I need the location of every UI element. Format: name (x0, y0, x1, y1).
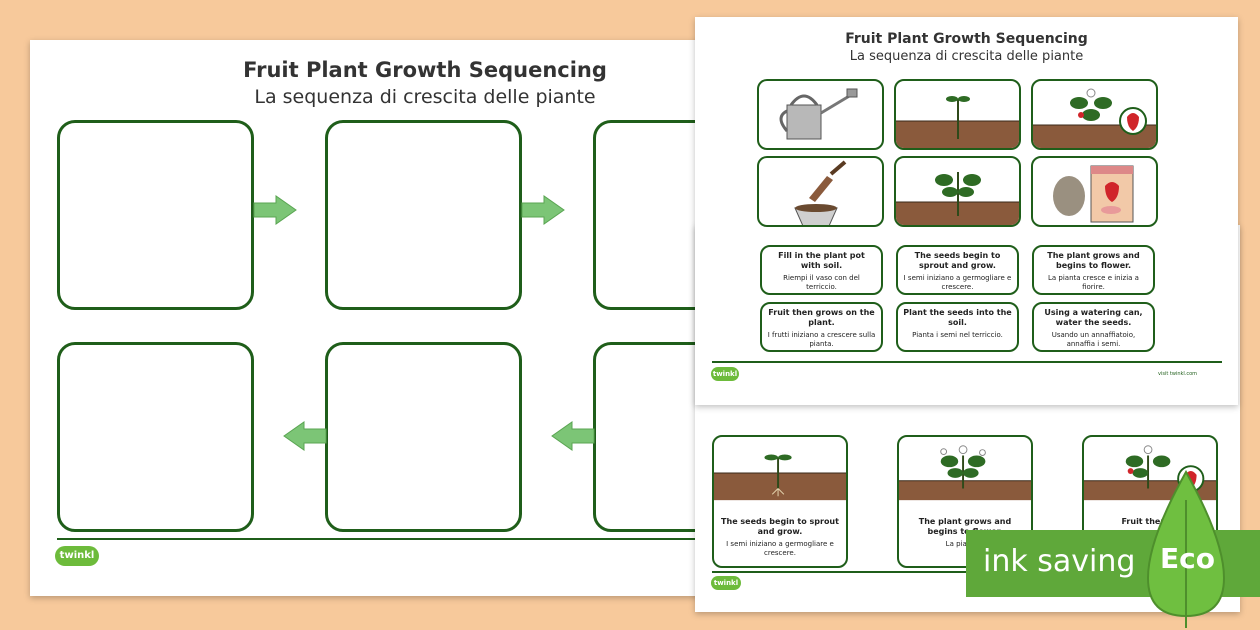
card-text-en: Using a watering can, water the seeds. (1044, 308, 1143, 327)
picture-card (894, 156, 1021, 227)
trowel-and-pot-icon (794, 160, 847, 225)
card-text-it: I semi iniziano a germogliare e crescere… (726, 540, 834, 557)
sequencing-worksheet: Fruit Plant Growth Sequencing La sequenz… (30, 40, 730, 596)
worksheet-title: Fruit Plant Growth Sequencing (845, 31, 1088, 47)
footer-divider (712, 361, 1222, 363)
picture-card (894, 79, 1021, 150)
twinkl-logo: twinkl (711, 576, 741, 590)
sequence-box-2 (325, 120, 522, 310)
worksheet-subtitle: La sequenza di crescita delle piante (849, 49, 1084, 64)
picture-card (1031, 79, 1158, 150)
flowering-plant-icon (899, 445, 1031, 501)
text-card: Fruit then grows on the plant. I frutti … (760, 302, 883, 352)
card-text-en: Fruit then grows on the plant. (768, 308, 875, 327)
preview-worksheet: Fruit Plant Growth Sequencing La sequenz… (695, 17, 1238, 405)
card-text-it: La pianta c (945, 540, 985, 548)
right-arrow-icon (253, 195, 297, 225)
seed-packet-icon (1053, 165, 1134, 223)
picture-card (757, 79, 884, 150)
worksheet-title: Fruit Plant Growth Sequencing (243, 58, 607, 82)
text-card: The plant grows and begins to flower. La… (1032, 245, 1155, 295)
sequence-card: The seeds begin to sprout and grow. I se… (712, 435, 848, 568)
card-text-it: Pianta i semi nel terriccio. (912, 331, 1003, 339)
card-text-it: La pianta cresce e inizia a fiorire. (1048, 274, 1139, 291)
text-card: The seeds begin to sprout and grow. I se… (896, 245, 1019, 295)
card-text-en: Fill in the plant pot with soil. (778, 251, 865, 270)
card-text-en: The plant grows and begins to flower. (1047, 251, 1140, 270)
sequence-box-6 (57, 342, 254, 532)
card-text-it: I semi iniziano a germogliare e crescere… (903, 274, 1012, 291)
text-card: Using a watering can, water the seeds. U… (1032, 302, 1155, 352)
sequence-box-5 (325, 342, 522, 532)
card-text-en: Plant the seeds into the soil. (903, 308, 1012, 327)
eco-label: Eco (1160, 542, 1215, 575)
ink-saving-label: ink saving (983, 544, 1136, 579)
text-card: Fill in the plant pot with soil. Riempi … (760, 245, 883, 295)
twinkl-logo: twinkl (711, 367, 739, 381)
flowering-strawberry-plant-icon (1033, 88, 1156, 148)
picture-card (757, 156, 884, 227)
left-arrow-icon (551, 421, 595, 451)
footer-divider (57, 538, 730, 540)
left-arrow-icon (283, 421, 327, 451)
sprout-in-soil-icon (714, 454, 846, 501)
card-text-en: Fruit then gr (1121, 517, 1179, 526)
eco-leaf-drop-icon (1146, 470, 1226, 628)
card-text-en: The seeds begin to sprout and grow. (914, 251, 1001, 270)
sprout-in-soil-icon (896, 96, 1019, 148)
text-card: Plant the seeds into the soil. Pianta i … (896, 302, 1019, 352)
worksheet-subtitle: La sequenza di crescita delle piante (254, 86, 596, 108)
sequence-box-1 (57, 120, 254, 310)
card-text-it: Riempi il vaso con del terriccio. (783, 274, 860, 291)
watering-can-icon (779, 88, 858, 140)
leafy-plant-in-soil-icon (896, 172, 1019, 225)
site-url: visit twinkl.com (1158, 371, 1198, 377)
card-text-en: The plant grows and begins to flower. (918, 517, 1012, 536)
right-arrow-icon (521, 195, 565, 225)
card-text-en: The seeds begin to sprout and grow. (721, 517, 839, 536)
twinkl-logo: twinkl (55, 546, 99, 566)
picture-card (1031, 156, 1158, 227)
card-text-it: Usando un annaffiatoio, annaffia i semi. (1051, 331, 1136, 348)
card-text-it: I frutti iniziano a crescere sulla piant… (767, 331, 876, 348)
